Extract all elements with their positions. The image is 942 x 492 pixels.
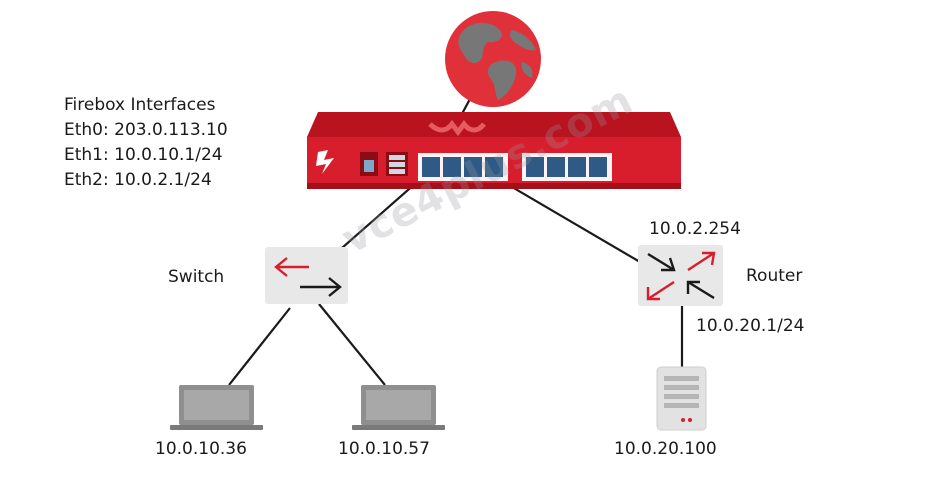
eth2-label: Eth2: 10.0.2.1/24 [64, 170, 212, 190]
router-upper-ip-label: 10.0.2.254 [649, 219, 741, 239]
router-lower-ip-label: 10.0.20.1/24 [696, 316, 805, 336]
switch-icon [265, 247, 348, 304]
laptop-icon [352, 385, 445, 430]
firebox-interfaces-title: Firebox Interfaces [64, 95, 216, 115]
globe-icon [445, 11, 541, 107]
firebox-interfaces-info: Firebox Interfaces Eth0: 203.0.113.10 Et… [64, 93, 228, 193]
switch-label: Switch [168, 267, 225, 287]
router-icon [638, 245, 723, 306]
laptop-right-ip-label: 10.0.10.57 [338, 439, 430, 459]
server-icon [656, 366, 707, 431]
eth0-label: Eth0: 203.0.113.10 [64, 120, 228, 140]
server-ip-label: 10.0.20.100 [614, 439, 717, 459]
firebox-appliance-icon [307, 112, 681, 189]
link-switch-laptop-right [318, 303, 386, 386]
laptop-icon [170, 385, 263, 430]
router-label: Router [746, 266, 803, 286]
laptop-left-ip-label: 10.0.10.36 [155, 439, 247, 459]
link-switch-laptop-left [228, 307, 291, 386]
eth1-label: Eth1: 10.0.10.1/24 [64, 145, 223, 165]
